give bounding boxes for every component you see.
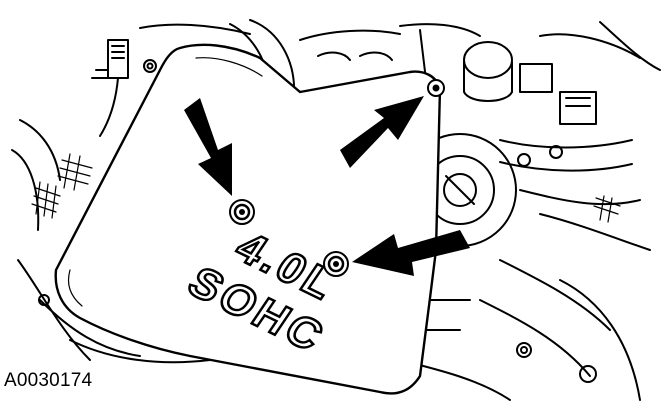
callout-arrow-3	[340, 96, 424, 168]
background-engine-parts	[11, 19, 661, 401]
cover-bolt-2	[323, 251, 349, 277]
cover-bolt-3	[427, 79, 445, 97]
figure-id-label: A0030174	[4, 370, 93, 391]
callout-arrow-1	[184, 98, 232, 196]
callout-arrow-2	[352, 230, 470, 276]
cover-bolt-1	[229, 199, 255, 225]
